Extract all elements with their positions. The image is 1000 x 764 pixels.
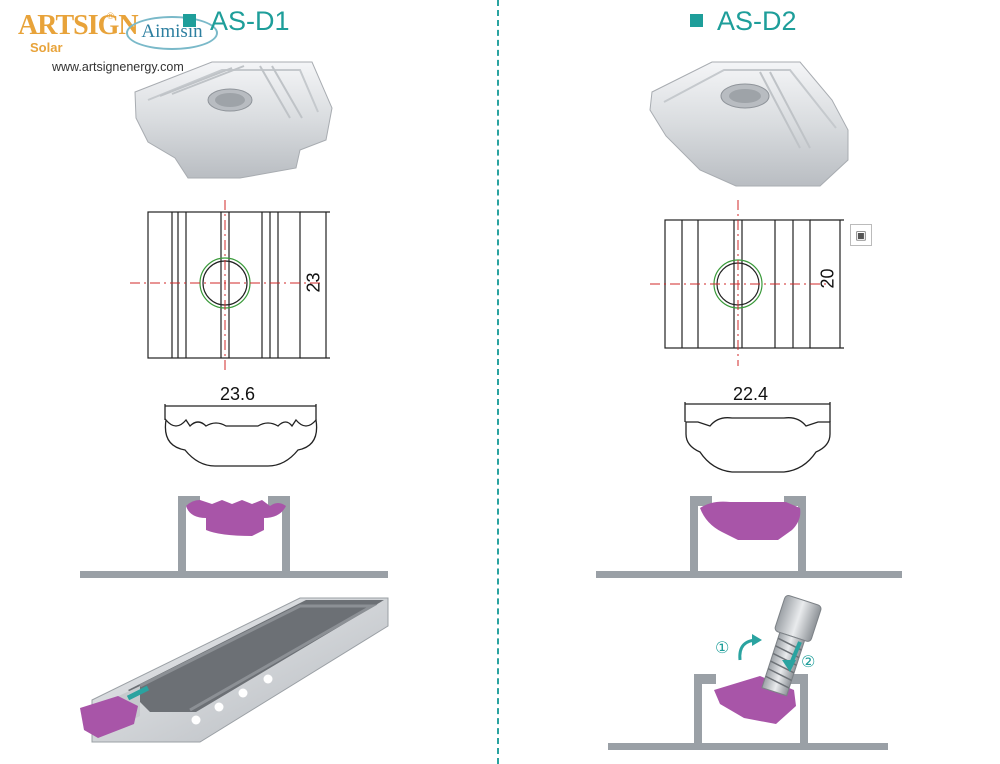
d2-top-view <box>650 200 844 366</box>
center-divider <box>497 0 499 764</box>
model-title-d1: AS-D1 <box>183 6 290 37</box>
website-url: www.artsignenergy.com <box>52 60 184 74</box>
d2-height-dim: 20 <box>817 268 838 289</box>
title-square-icon <box>690 14 703 27</box>
d1-rail-section <box>80 496 388 578</box>
expand-button[interactable]: ▣ <box>850 224 872 246</box>
d2-install <box>608 595 888 750</box>
logo-sub: Solar <box>30 40 63 55</box>
expand-icon: ▣ <box>855 228 867 242</box>
d1-rail-3d <box>80 597 389 743</box>
registered-mark: ® <box>106 12 115 22</box>
d1-height-dim: 23 <box>303 272 324 293</box>
d2-nut-3d <box>649 61 849 187</box>
title-square-icon <box>183 14 196 27</box>
d1-width-dim: 23.6 <box>220 384 256 404</box>
model-title-d2: AS-D2 <box>690 6 797 37</box>
artsign-logo: ARTSIGN ® Solar <box>18 10 139 60</box>
step-one-marker: ① <box>715 638 730 657</box>
d1-nut-3d <box>134 61 333 179</box>
step-two-marker: ② <box>801 652 816 671</box>
d1-top-view <box>130 200 330 370</box>
d1-profile <box>164 404 318 467</box>
logo-text: ARTSIGN <box>18 10 139 41</box>
d2-profile <box>684 402 831 473</box>
d2-rail-section <box>596 496 902 578</box>
d2-width-dim: 22.4 <box>733 384 769 404</box>
